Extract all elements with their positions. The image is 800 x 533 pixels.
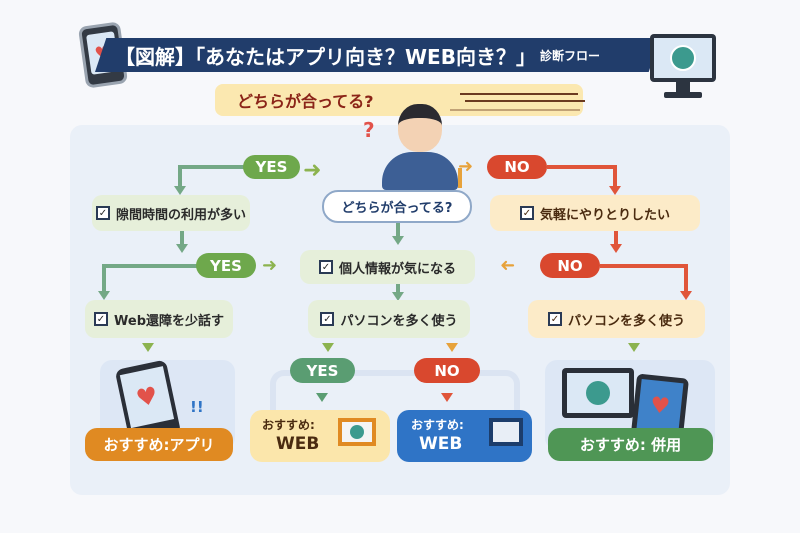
step-right-3: ✓ パソコンを多く使う bbox=[528, 300, 705, 338]
arrow-down-icon bbox=[174, 186, 186, 195]
step-text: Web還障を少話す bbox=[114, 313, 224, 329]
checkbox-icon: ✓ bbox=[95, 206, 110, 220]
result-text: WEB bbox=[276, 434, 320, 454]
connector bbox=[180, 231, 184, 245]
title-banner: 【図解】「あなたはアプリ向き？WEB向き？」診断フロー bbox=[95, 38, 660, 72]
no-pill: NO bbox=[414, 358, 480, 383]
arrow-left-icon: ➜ bbox=[500, 255, 516, 276]
arrow-down-icon bbox=[392, 236, 404, 245]
monitor-icon bbox=[489, 418, 523, 446]
arrow-down-icon bbox=[322, 343, 334, 352]
arrow-down-icon bbox=[628, 343, 640, 352]
monitor-globe-icon bbox=[338, 418, 376, 446]
subtitle-box: どちらが合ってる? bbox=[215, 84, 585, 116]
arrow-down-icon bbox=[446, 343, 458, 352]
step-text: 隙間時間の利用が多い bbox=[115, 207, 246, 223]
checkbox-icon: ✓ bbox=[320, 312, 335, 326]
step-left-1: ✓ 隙間時間の利用が多い bbox=[92, 195, 250, 231]
step-text: パソコンを多く使う bbox=[567, 313, 685, 329]
monitor-base bbox=[664, 92, 702, 98]
arrow-down-icon bbox=[176, 244, 188, 253]
monitor-stand bbox=[676, 82, 690, 92]
result-prefix: おすすめ: bbox=[411, 418, 464, 432]
result-prefix: おすすめ: bbox=[262, 418, 315, 432]
title: 【図解】「あなたはアプリ向き？WEB向き？」 bbox=[115, 44, 536, 69]
arrow-down-icon bbox=[142, 343, 154, 352]
connector bbox=[547, 165, 617, 169]
question-text: どちらが合ってる? bbox=[341, 201, 453, 216]
yes-pill: YES bbox=[290, 358, 355, 383]
result-web-no: おすすめ: WEB bbox=[397, 410, 532, 462]
connector bbox=[102, 264, 106, 292]
step-text: パソコンを多く使う bbox=[340, 313, 458, 329]
connector bbox=[600, 264, 688, 268]
step-text: 個人情報が気になる bbox=[338, 261, 456, 277]
arrow-right-icon: ➜ bbox=[458, 156, 474, 177]
arrow-down-icon bbox=[98, 291, 110, 300]
arrow-down-icon bbox=[316, 393, 328, 402]
arrow-down-icon bbox=[441, 393, 453, 402]
arrow-down-icon bbox=[680, 291, 692, 300]
no-pill: NO bbox=[540, 253, 600, 278]
checkbox-icon: ✓ bbox=[318, 260, 333, 274]
yes-pill: YES bbox=[196, 253, 256, 278]
title-suffix: 診断フロー bbox=[539, 48, 600, 63]
yes-pill: YES bbox=[243, 155, 300, 179]
connector bbox=[396, 223, 400, 237]
exclamation-icon: !! bbox=[190, 398, 204, 416]
checkbox-icon: ✓ bbox=[94, 312, 108, 326]
result-web-yes: おすすめ: WEB bbox=[250, 410, 390, 462]
result-app: おすすめ:アプリ bbox=[85, 428, 233, 461]
monitor-globe-icon bbox=[650, 34, 716, 82]
result-text: WEB bbox=[419, 434, 463, 454]
center-question-bubble: どちらが合ってる? bbox=[322, 190, 472, 223]
arrow-down-icon bbox=[609, 186, 621, 195]
connector bbox=[178, 165, 182, 187]
person-illustration bbox=[380, 100, 460, 190]
connector bbox=[102, 264, 197, 268]
bracket bbox=[270, 370, 520, 415]
step-right-1: ✓ 気軽にやりとりしたい bbox=[490, 195, 700, 231]
arrow-right-icon: ➜ bbox=[303, 158, 322, 183]
step-center-2: ✓ 個人情報が気になる bbox=[300, 250, 475, 284]
connector bbox=[684, 264, 688, 292]
step-text: 気軽にやりとりしたい bbox=[539, 207, 670, 223]
no-pill: NO bbox=[487, 155, 547, 179]
question-mark: ? bbox=[363, 118, 375, 142]
connector bbox=[614, 231, 618, 245]
connector bbox=[178, 165, 244, 169]
checkbox-icon: ✓ bbox=[519, 206, 534, 220]
step-center-3: ✓ パソコンを多く使う bbox=[308, 300, 470, 338]
step-left-3: ✓ Web還障を少話す bbox=[85, 300, 233, 338]
connector bbox=[396, 284, 400, 292]
arrow-down-icon bbox=[610, 244, 622, 253]
result-both: おすすめ: 併用 bbox=[548, 428, 713, 461]
connector bbox=[613, 165, 617, 187]
checkbox-icon: ✓ bbox=[547, 312, 562, 326]
connector bbox=[458, 168, 462, 188]
subtitle: どちらが合ってる? bbox=[237, 92, 374, 111]
arrow-right-icon: ➜ bbox=[262, 255, 278, 276]
arrow-down-icon bbox=[392, 292, 404, 301]
monitor-globe-icon bbox=[562, 368, 634, 418]
